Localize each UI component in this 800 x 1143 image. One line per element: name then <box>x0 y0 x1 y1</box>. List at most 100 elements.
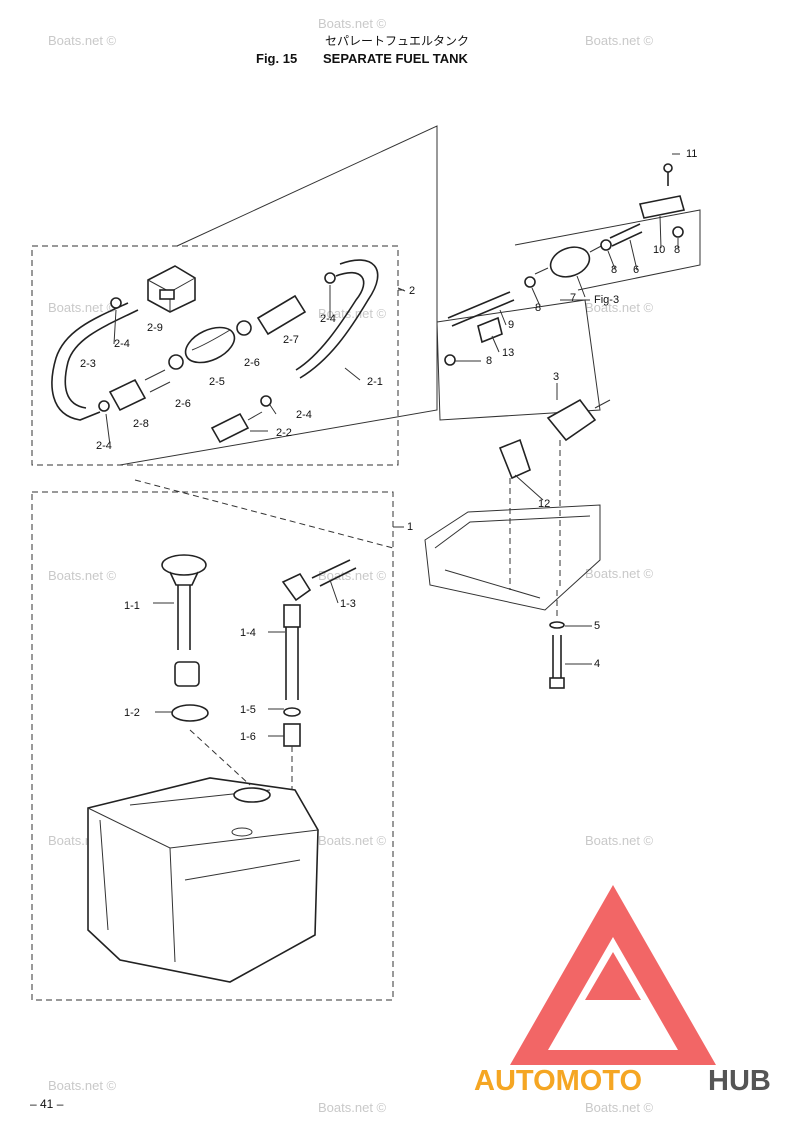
check-valve-2-7 <box>256 294 307 336</box>
triangle-logo-icon <box>510 885 716 1065</box>
watermark: Boats.net © <box>318 306 387 321</box>
label-11: 11 <box>686 148 697 160</box>
clip-8 <box>444 354 456 366</box>
watermark: Boats.net © <box>585 566 654 581</box>
o-ring-1-5 <box>283 707 301 717</box>
bottom-cowl <box>424 504 601 611</box>
check-valve-2-8 <box>108 378 147 412</box>
label-1-1: 1-1 <box>124 600 140 612</box>
label-3: 3 <box>553 371 559 383</box>
label-2-9: 2-9 <box>147 322 163 334</box>
fuel-tank-assembly <box>87 554 357 983</box>
label-2-7: 2-7 <box>283 334 299 346</box>
automotohub-logo: AUTOMOTO HUB <box>474 885 771 1097</box>
title-japanese: セパレートフュエルタンク <box>325 34 469 48</box>
group-box-hose <box>31 245 399 466</box>
label-13: 13 <box>502 347 514 359</box>
fitting-2-6 <box>168 354 184 370</box>
connector-2-9 <box>147 265 196 313</box>
label-1-6: 1-6 <box>240 731 256 743</box>
connector-2-2 <box>210 412 250 444</box>
primer-bulb-2-5 <box>184 326 236 364</box>
label-2-4: 2-4 <box>320 313 336 325</box>
label-1-3: 1-3 <box>340 598 356 610</box>
filter-1-6 <box>283 723 301 747</box>
label-4: 4 <box>594 658 600 670</box>
page-number: – 41 – <box>30 1097 64 1111</box>
part-labels: 2 2-1 2-2 2-3 2-4 2-4 2-4 2-4 2-5 2-6 2-… <box>80 148 697 743</box>
brand-part2: HUB <box>708 1065 771 1097</box>
fuel-joint-12 <box>498 438 531 480</box>
label-8: 8 <box>674 244 680 256</box>
fig-number: Fig. 15 <box>256 51 297 66</box>
label-2-2: 2-2 <box>276 427 292 439</box>
label-1-4: 1-4 <box>240 627 256 639</box>
watermark: Boats.net © <box>585 833 654 848</box>
label-8: 8 <box>611 264 617 276</box>
connector-3 <box>546 398 597 442</box>
label-8: 8 <box>535 302 541 314</box>
label-12: 12 <box>538 498 550 510</box>
brand-part1: AUTOMOTO <box>474 1065 642 1097</box>
label-2-1: 2-1 <box>367 376 383 388</box>
nut-2-4 <box>110 297 122 309</box>
group-box-tank <box>31 491 394 1001</box>
motor-side-assembly <box>424 163 701 689</box>
label-1-5: 1-5 <box>240 704 256 716</box>
watermark: Boats.net © <box>48 568 117 583</box>
watermark: Boats.net © <box>585 33 654 48</box>
clip-8 <box>524 276 536 288</box>
label-1-2: 1-2 <box>124 707 140 719</box>
hose-2-3 <box>51 302 129 421</box>
watermark: Boats.net © <box>318 16 387 31</box>
pickup-tube-1-4 <box>285 627 299 700</box>
leader-line <box>119 125 438 466</box>
fuel-hose-assembly <box>51 259 379 444</box>
label-2-8: 2-8 <box>133 418 149 430</box>
label-2-6: 2-6 <box>175 398 191 410</box>
label-2-4: 2-4 <box>114 338 130 350</box>
hose-6 <box>609 223 643 247</box>
label-9: 9 <box>508 319 514 331</box>
watermark: Boats.net © <box>48 300 117 315</box>
watermark: Boats.net © <box>48 1078 117 1093</box>
watermark: Boats.net © <box>318 1100 387 1115</box>
fuel-gauge-1-1 <box>161 554 207 576</box>
label-2-4: 2-4 <box>96 440 112 452</box>
watermark: Boats.net © <box>48 33 117 48</box>
leader-line <box>134 479 394 549</box>
label-1: 1 <box>407 521 413 533</box>
grommet-13 <box>477 316 503 344</box>
label-6: 6 <box>633 264 639 276</box>
clip-8 <box>672 226 684 238</box>
elbow-1-3 <box>281 572 312 602</box>
label-10: 10 <box>653 244 665 256</box>
nut-2-4 <box>98 400 110 412</box>
washer-5 <box>549 621 565 629</box>
fuel-filter-7 <box>549 246 591 278</box>
hose-9 <box>447 291 515 327</box>
o-ring-1-2 <box>171 704 209 722</box>
watermarks: Boats.net © Boats.net © Boats.net © Boat… <box>48 16 654 1115</box>
label-7: 7 <box>570 292 576 304</box>
bolt-4 <box>552 635 562 678</box>
watermark: Boats.net © <box>585 300 654 315</box>
label-fig3: Fig-3 <box>594 294 619 306</box>
fig-title: SEPARATE FUEL TANK <box>323 51 469 66</box>
label-2: 2 <box>409 285 415 297</box>
label-2-5: 2-5 <box>209 376 225 388</box>
clip-8 <box>600 239 612 251</box>
hose-2-1 <box>299 259 379 379</box>
fuel-tank-body <box>87 777 319 983</box>
bracket-10 <box>638 195 686 219</box>
fitting-2-6 <box>236 320 252 336</box>
nut-2-4 <box>260 395 272 407</box>
watermark: Boats.net © <box>585 1100 654 1115</box>
label-2-3: 2-3 <box>80 358 96 370</box>
label-5: 5 <box>594 620 600 632</box>
watermark: Boats.net © <box>318 833 387 848</box>
label-2-6: 2-6 <box>244 357 260 369</box>
nut-2-4 <box>324 272 336 284</box>
label-8: 8 <box>486 355 492 367</box>
